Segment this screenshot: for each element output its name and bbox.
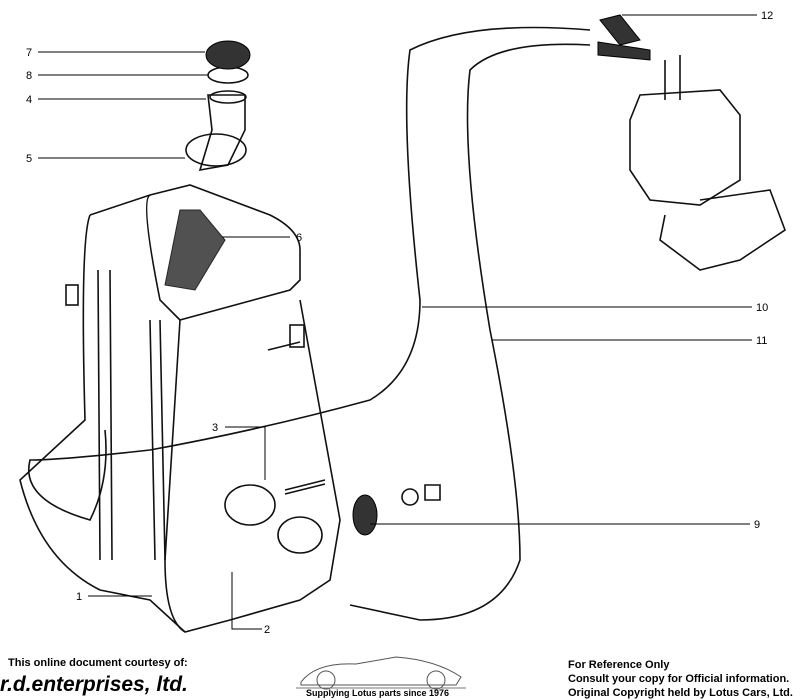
notice-line: For Reference Only — [568, 659, 670, 671]
footer-notice: For Reference Only Consult your copy for… — [568, 658, 793, 700]
filler-neck — [164, 40, 251, 291]
callout-10: 10 — [756, 302, 768, 314]
callout-7: 7 — [26, 47, 32, 59]
parts-diagram: 1 2 3 4 5 6 7 8 9 10 11 12 — [19, 10, 786, 636]
callout-5: 5 — [26, 153, 32, 165]
callout-1: 1 — [76, 591, 82, 603]
callout-lines — [38, 14, 757, 630]
fuel-tank — [19, 184, 341, 633]
race-car-logo — [296, 656, 466, 690]
callout-2: 2 — [264, 624, 270, 636]
fuel-pump — [597, 14, 786, 271]
drain-fittings — [224, 341, 441, 554]
callout-11: 11 — [756, 335, 767, 347]
callout-6: 6 — [296, 232, 302, 244]
callout-3: 3 — [212, 422, 218, 434]
courtesy-text: This online document courtesy of: — [8, 657, 188, 669]
fuel-pipes — [28, 26, 591, 621]
footer-credit: This online document courtesy of: r.d.en… — [0, 657, 268, 697]
brand-name: r.d.enterprises, ltd. — [0, 673, 188, 696]
callout-8: 8 — [26, 70, 32, 82]
callout-4: 4 — [26, 94, 32, 106]
logo-tagline: Supplying Lotus parts since 1976 — [306, 688, 450, 698]
notice-line: Original Copyright held by Lotus Cars, L… — [568, 687, 793, 699]
callout-9: 9 — [754, 519, 760, 531]
notice-line: Consult your copy for Official informati… — [568, 673, 790, 685]
callout-numbers: 1 2 3 4 5 6 7 8 9 10 11 12 — [26, 10, 773, 636]
callout-12: 12 — [761, 10, 773, 22]
